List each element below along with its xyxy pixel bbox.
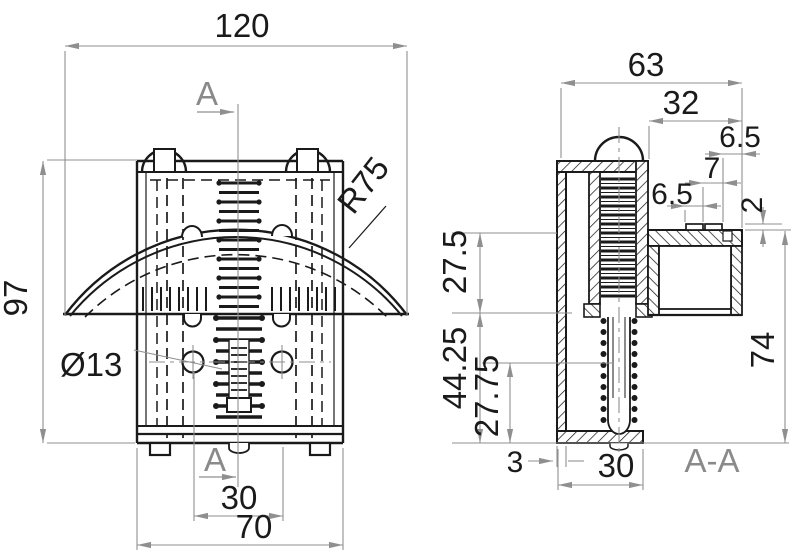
spring-section	[601, 177, 635, 298]
section-marker-top: A	[196, 75, 218, 112]
dim-hole-spacing: 30	[221, 479, 258, 516]
plunger	[600, 317, 638, 451]
dim-notch-left: 6.5	[651, 178, 693, 211]
dim-tooth-width: 7	[704, 152, 721, 185]
dimensions: 120 97 R75 Ø13 A A 30 70 63 32	[0, 7, 791, 550]
dim-overall-height: 97	[0, 280, 34, 317]
dim-step: 2	[736, 197, 769, 214]
dim-lower-height: 44.25	[436, 327, 473, 410]
dim-foot-width: 30	[598, 447, 635, 484]
section-marker-bottom: A	[204, 441, 226, 478]
dim-box-height: 27.5	[436, 230, 473, 294]
keeper-tab	[647, 223, 743, 317]
dim-total-height: 74	[744, 332, 781, 369]
dim-inner-height: 27.75	[468, 355, 505, 438]
dim-notch-right: 6.5	[719, 121, 761, 154]
dim-wall-thickness: 3	[507, 446, 524, 479]
dim-overall-width: 120	[214, 7, 269, 44]
section-view	[556, 135, 743, 451]
spring-front-lower	[213, 315, 265, 419]
dim-section-width: 63	[628, 46, 665, 83]
dim-tab-offset: 32	[663, 84, 700, 121]
arch-ribs	[142, 287, 336, 311]
section-label: A-A	[684, 442, 739, 479]
dim-base-width: 70	[236, 508, 273, 545]
dim-hole-diameter: Ø13	[60, 346, 122, 383]
